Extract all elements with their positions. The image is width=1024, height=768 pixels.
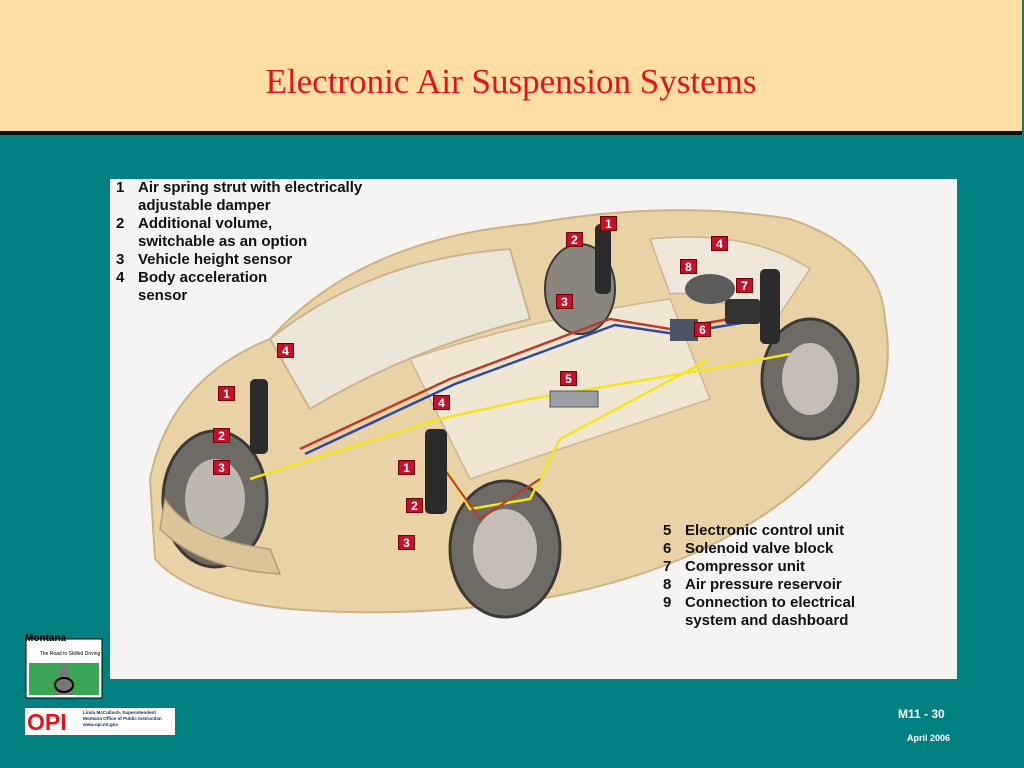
car-illustration — [148, 209, 889, 619]
ecu-box — [549, 390, 599, 408]
header-band: Electronic Air Suspension Systems — [0, 0, 1022, 135]
callout-label: 1 — [218, 386, 235, 401]
callout-label: 6 — [694, 322, 711, 337]
valve-block — [670, 319, 698, 341]
windshield — [268, 247, 532, 411]
interior — [408, 298, 711, 480]
callout-label: 5 — [560, 371, 577, 386]
strut-rear-right — [760, 269, 780, 344]
opi-text: Linda McCulloch, Superintendent Montana … — [83, 710, 162, 727]
opi-mark: OPI — [27, 709, 67, 735]
strut-rear-left — [595, 224, 611, 294]
montana-logo: Montana The Road to Skilled Driving — [25, 633, 103, 699]
callout-label: 1 — [398, 460, 415, 475]
callout-label: 2 — [213, 428, 230, 443]
callout-label: 4 — [277, 343, 294, 358]
callout-label: 2 — [406, 498, 423, 513]
reservoir — [685, 274, 735, 304]
callout-label: 4 — [433, 395, 450, 410]
road-tagline: The Road to Skilled Driving — [39, 651, 101, 657]
road-sign-icon — [25, 638, 103, 699]
callout-label: 2 — [566, 232, 583, 247]
slide-title: Electronic Air Suspension Systems — [265, 62, 757, 101]
strut-front-right — [425, 429, 447, 514]
callout-label: 7 — [736, 278, 753, 293]
callout-label: 1 — [600, 216, 617, 231]
montana-wordmark: Montana — [25, 633, 67, 644]
opi-logo: OPI Linda McCulloch, Superintendent Mont… — [25, 708, 175, 735]
slide-date: April 2006 — [907, 733, 951, 743]
callout-label: 3 — [556, 294, 573, 309]
strut-front-left — [250, 379, 268, 454]
compressor — [725, 299, 760, 324]
callout-label: 4 — [711, 236, 728, 251]
slide-number: M11 - 30 — [898, 707, 945, 721]
wiring-yellow — [249, 352, 791, 481]
callout-label: 3 — [398, 535, 415, 550]
callout-label: 3 — [213, 460, 230, 475]
callout-label: 8 — [680, 259, 697, 274]
grille — [159, 496, 282, 575]
